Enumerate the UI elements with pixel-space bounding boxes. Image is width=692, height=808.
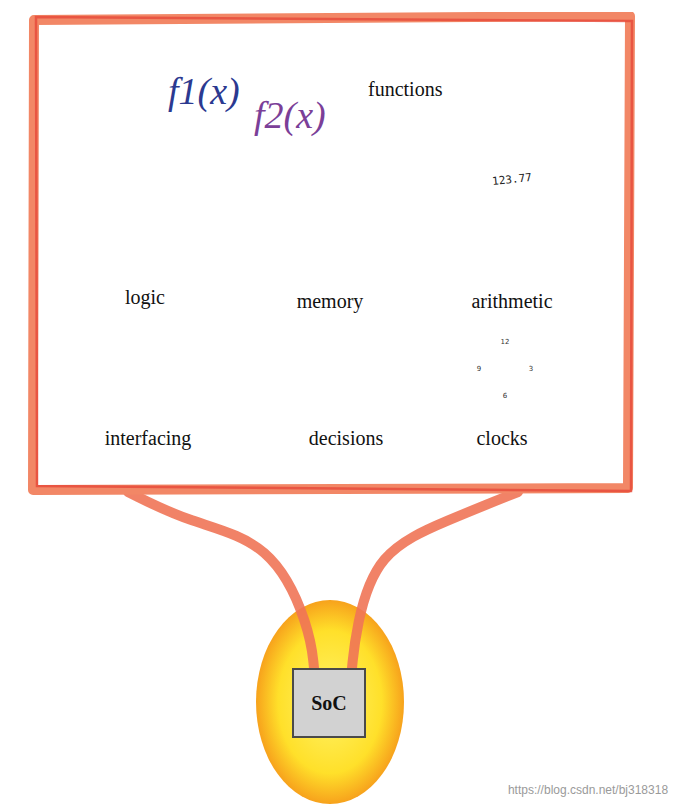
- function-label: clocks: [476, 427, 527, 449]
- function-label: interfacing: [105, 427, 192, 449]
- watermark: https://blog.csdn.net/bj318318: [508, 784, 668, 797]
- function-label: decisions: [309, 427, 383, 449]
- callout-outline: [28, 12, 636, 496]
- soc-chip-box: SoC: [292, 668, 366, 738]
- clock-numeral: 6: [503, 393, 507, 401]
- functions-heading: functions: [368, 78, 442, 101]
- function-formula: f2(x): [254, 94, 326, 138]
- callout-tail: [128, 492, 518, 668]
- functions-callout-box: f1(x) f2(x) functions: [28, 12, 636, 496]
- function-formula: f1(x): [168, 70, 240, 114]
- function-label: arithmetic: [471, 290, 552, 312]
- clock-numeral: 12: [501, 339, 510, 347]
- soc-label: SoC: [311, 692, 347, 715]
- function-label: logic: [125, 286, 165, 308]
- clock-numeral: 3: [529, 366, 533, 374]
- function-label: memory: [297, 290, 364, 312]
- clock-numeral: 9: [477, 366, 481, 374]
- soc-glow: [256, 600, 404, 804]
